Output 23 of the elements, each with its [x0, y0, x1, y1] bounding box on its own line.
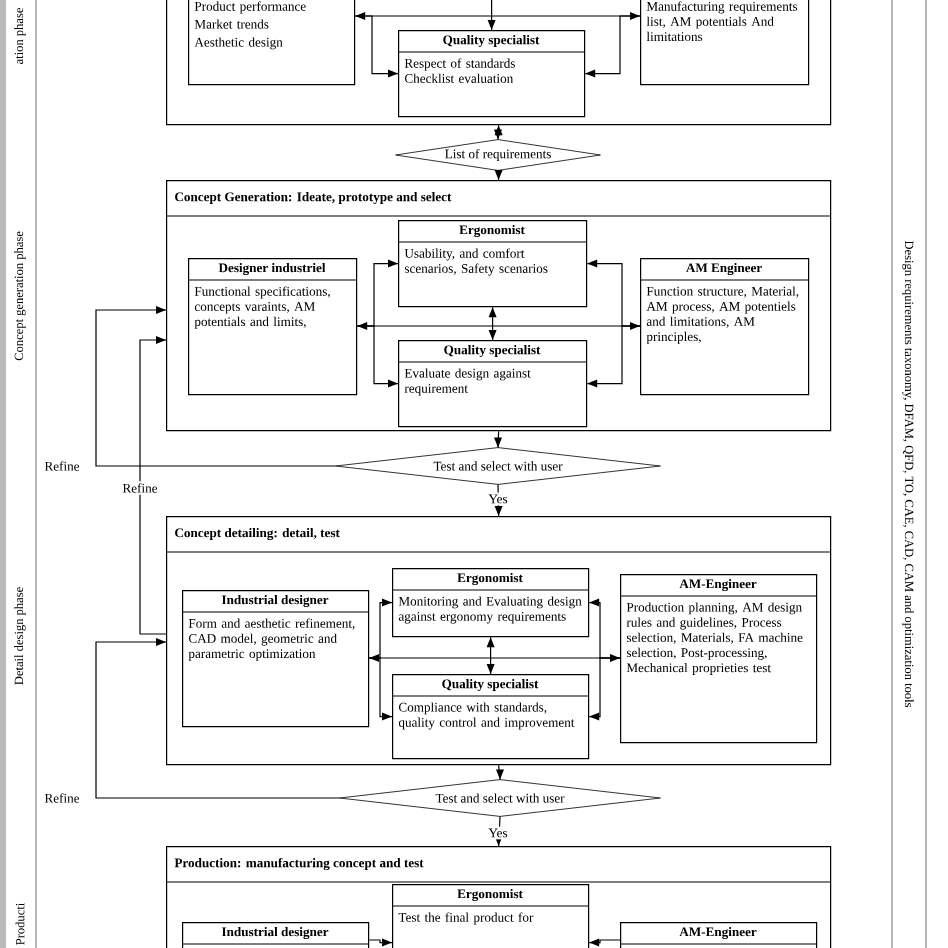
- arrow: [588, 657, 621, 721]
- arrow: [494, 169, 503, 181]
- arrow: [588, 938, 621, 947]
- arrow: [356, 322, 641, 330]
- arrow: [494, 483, 503, 517]
- arrow: [496, 764, 504, 781]
- arrow: [95, 306, 337, 467]
- arrow: [584, 15, 641, 78]
- arrow: [139, 336, 167, 635]
- arrow: [95, 638, 341, 799]
- phase-box: [166, 0, 832, 126]
- arrow: [368, 938, 393, 947]
- arrow: [487, 0, 496, 31]
- arrow: [486, 636, 495, 675]
- arrow: [488, 306, 497, 341]
- arrow: [494, 430, 502, 449]
- arrow: [494, 124, 503, 141]
- arrow: [586, 325, 641, 388]
- arrow: [354, 15, 399, 78]
- arrow: [368, 657, 393, 721]
- arrow: [368, 654, 621, 662]
- arrow: [354, 12, 641, 20]
- arrow: [356, 325, 399, 388]
